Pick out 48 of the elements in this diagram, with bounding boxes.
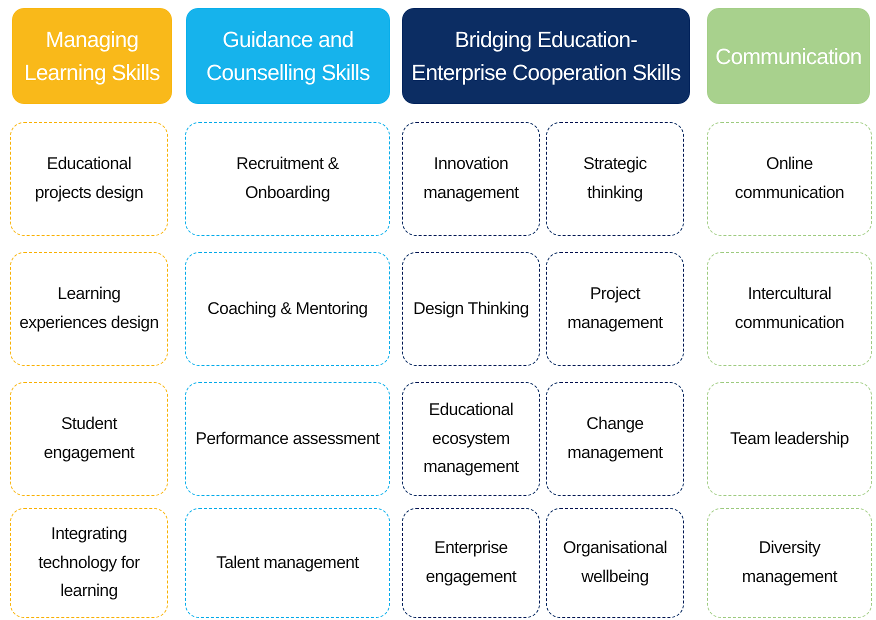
skill-text: Organisational wellbeing <box>562 537 668 588</box>
skill-text: Project management <box>566 283 664 334</box>
skill-text: Strategic thinking <box>582 153 648 204</box>
category-header <box>707 8 870 104</box>
skill-box <box>402 382 540 496</box>
skill-text: Intercultural communication <box>734 283 846 334</box>
skill-box <box>402 252 540 366</box>
skill-text: Design Thinking <box>413 298 529 320</box>
skill-text: Student engagement <box>42 413 136 464</box>
skill-text: Enterprise engagement <box>424 537 518 588</box>
skill-text: Diversity management <box>740 537 838 588</box>
skill-text: Performance assessment <box>196 428 380 450</box>
skill-box <box>707 252 872 366</box>
skill-text: Team leadership <box>730 428 849 450</box>
skill-box <box>402 508 540 618</box>
skill-box <box>707 122 872 236</box>
skill-text: Learning experiences design <box>19 283 159 334</box>
skill-text: Innovation management <box>422 153 520 204</box>
skill-box <box>185 508 390 618</box>
skill-text: Recruitment & Onboarding <box>235 153 340 204</box>
skill-text: Online communication <box>734 153 846 204</box>
skill-box <box>546 122 684 236</box>
skill-box <box>10 252 168 366</box>
skill-box <box>10 122 168 236</box>
skill-text: Talent management <box>216 552 359 574</box>
skill-text: Educational projects design <box>34 153 144 204</box>
skill-text: Change management <box>566 413 664 464</box>
skill-box <box>10 508 168 618</box>
skill-box <box>546 508 684 618</box>
skill-box <box>546 252 684 366</box>
header-text: Communication <box>715 42 862 70</box>
skill-box <box>707 508 872 618</box>
skill-box <box>10 382 168 496</box>
skill-box <box>707 382 872 496</box>
category-header <box>186 8 390 104</box>
skill-box <box>546 382 684 496</box>
header-text: Bridging Education-Enterprise Cooperation Skills <box>410 26 682 87</box>
category-header <box>402 8 690 104</box>
skill-box <box>402 122 540 236</box>
header-text: Guidance and Counselling Skills <box>205 26 371 87</box>
skill-box <box>185 252 390 366</box>
category-header <box>12 8 172 104</box>
skill-box <box>185 122 390 236</box>
skill-box <box>185 382 390 496</box>
skill-text: Integrating technology for learning <box>37 522 141 602</box>
skill-text: Coaching & Mentoring <box>207 298 368 320</box>
header-text: Managing Learning Skills <box>23 26 161 87</box>
skill-text: Educational ecosystem management <box>422 398 520 478</box>
